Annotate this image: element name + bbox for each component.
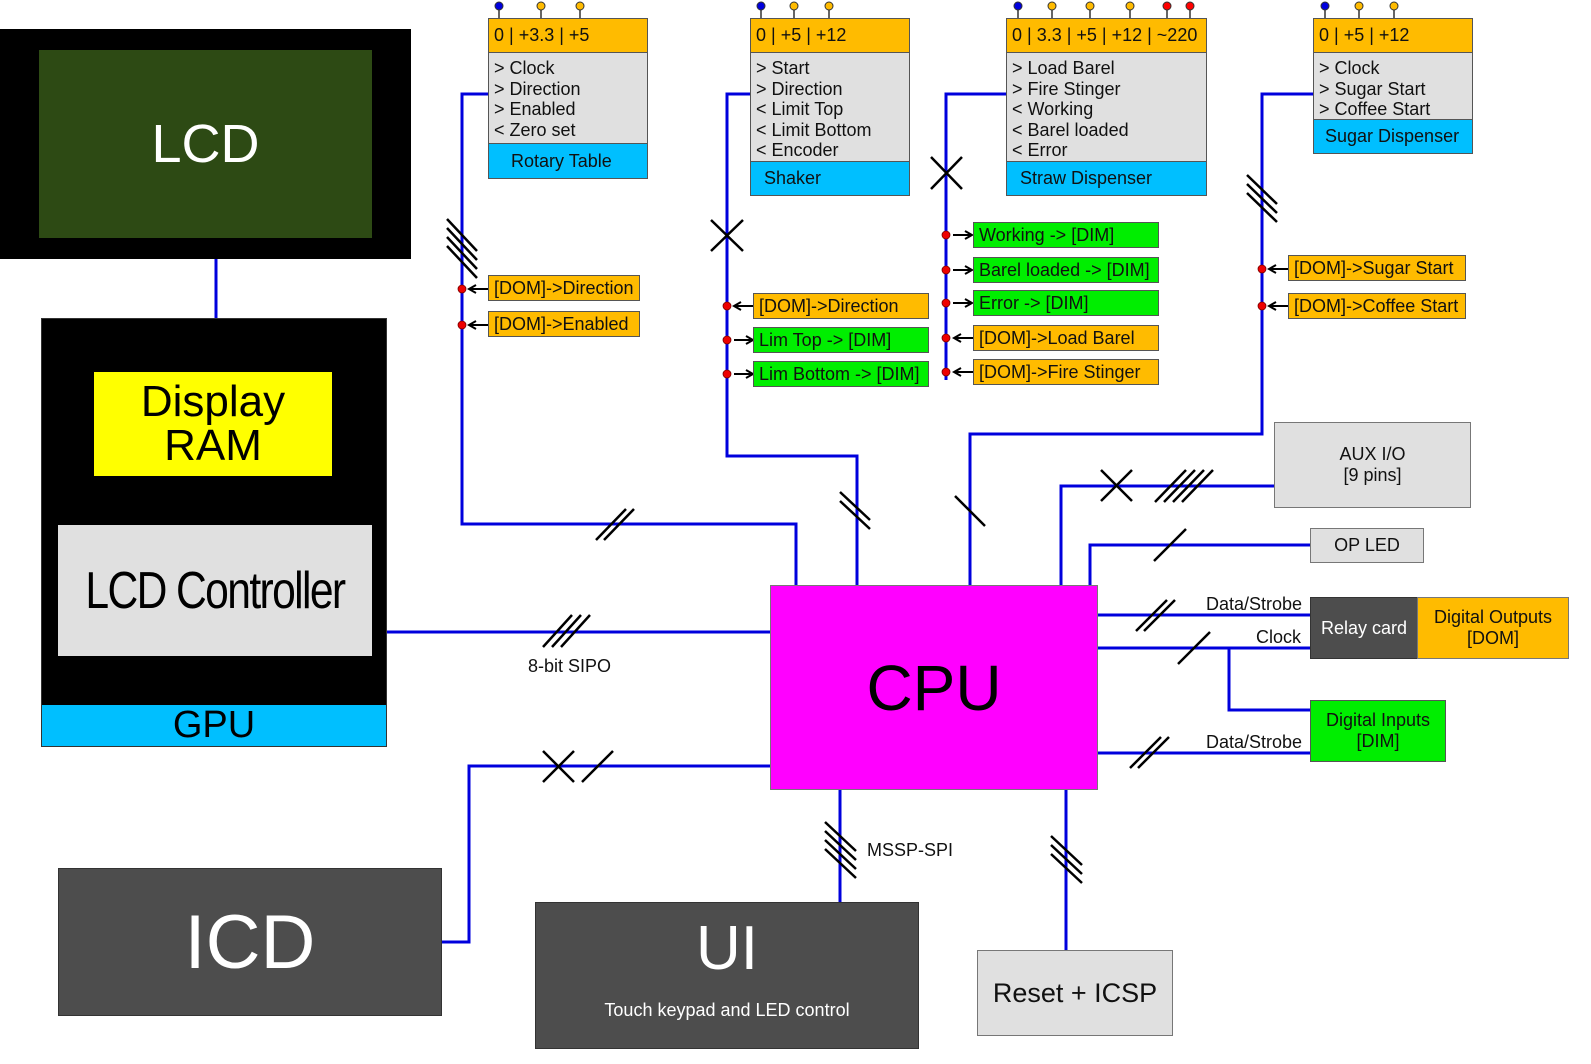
sugar-dispenser-module: 0 | +5 | +12 > Clock > Sugar Start > Cof… (1313, 18, 1473, 154)
module-pin-heads (494, 1, 1399, 11)
shaker-module: 0 | +5 | +12 > Start > Direction < Limit… (750, 18, 910, 196)
rotary-table-signals: > Clock > Direction > Enabled < Zero set (489, 53, 647, 140)
signal-line: > Direction (494, 78, 581, 99)
ui-label: UI (696, 914, 758, 983)
mssp-spi-label: MSSP-SPI (867, 840, 954, 860)
tag-straw-barel-loaded: Barel loaded -> [DIM] (973, 257, 1159, 283)
aux-io-block: AUX I/O [9 pins] (1274, 422, 1471, 508)
lcd-controller-label: LCD Controller (85, 561, 346, 620)
tag-rotary-enabled: [DOM]->Enabled (488, 311, 640, 337)
shaker-power: 0 | +5 | +12 (751, 19, 909, 53)
gpu-label: GPU (172, 704, 256, 746)
tap-dots (457, 230, 1267, 379)
display-ram: Display RAM (94, 372, 332, 476)
straw-bus (944, 92, 1006, 380)
shaker-signals: > Start > Direction < Limit Top < Limit … (751, 53, 909, 161)
tag-sugar-start: [DOM]->Sugar Start (1288, 255, 1466, 281)
signal-line: > Clock (494, 58, 555, 78)
cpu-label: CPU (866, 651, 1002, 724)
sugar-dispenser-power: 0 | +5 | +12 (1314, 19, 1472, 53)
reset-icsp-block: Reset + ICSP (977, 950, 1173, 1036)
aux-io-label: AUX I/O [9 pins] (1339, 444, 1406, 485)
lcd-screen: LCD (39, 50, 372, 238)
inputs-data-strobe-label: Data/Strobe (1206, 732, 1303, 752)
bus-wires (214, 92, 1313, 950)
signal-line: > Start (756, 58, 810, 78)
signal-line: > Load Barel (1012, 58, 1115, 78)
rotary-table-power: 0 | +3.3 | +5 (489, 19, 647, 53)
tag-straw-load-barel: [DOM]->Load Barel (973, 325, 1159, 351)
rotary-table-name: Rotary Table (489, 143, 647, 178)
icd-block: ICD (58, 868, 442, 1016)
digital-outputs-block: Digital Outputs [DOM] (1417, 597, 1569, 659)
ui-subtitle: Touch keypad and LED control (604, 1000, 850, 1020)
clock-to-inputs (1227, 648, 1310, 712)
aux-bus (1059, 484, 1274, 585)
relay-clock-label: Clock (1256, 627, 1302, 647)
signal-line: < Working (1012, 99, 1094, 119)
lcd-label: LCD (151, 114, 260, 174)
gpu-footer: GPU (42, 704, 386, 746)
tag-straw-fire-stinger: [DOM]->Fire Stinger (973, 359, 1159, 385)
signal-line: > Enabled (494, 99, 576, 119)
signal-line: > Fire Stinger (1012, 78, 1121, 99)
tag-straw-error: Error -> [DIM] (973, 290, 1159, 316)
relay-card-block: Relay card (1310, 597, 1418, 659)
lcd-controller: LCD Controller (58, 525, 372, 656)
digital-outputs-label: Digital Outputs [DOM] (1433, 607, 1553, 648)
gpu-block: Display RAM LCD Controller GPU (41, 318, 387, 747)
signal-line: < Limit Bottom (756, 119, 872, 140)
relay-card-label: Relay card (1320, 617, 1408, 638)
sugar-dispenser-signals: > Clock > Sugar Start > Coffee Start (1314, 53, 1472, 120)
signal-line: > Coffee Start (1319, 99, 1431, 119)
digital-inputs-block: Digital Inputs [DIM] (1310, 700, 1446, 762)
sugar-dispenser-name: Sugar Dispenser (1314, 119, 1472, 153)
display-ram-label: Display RAM (140, 377, 286, 470)
bus-slash-marks (446, 156, 1278, 884)
tag-straw-working: Working -> [DIM] (973, 222, 1159, 248)
straw-dispenser-signals: > Load Barel > Fire Stinger < Working < … (1007, 53, 1206, 161)
sipo-label: 8-bit SIPO (528, 656, 612, 676)
op-led-block: OP LED (1310, 528, 1424, 563)
signal-line: > Clock (1319, 58, 1380, 78)
signal-line: < Barel loaded (1012, 119, 1129, 140)
signal-line: < Limit Top (756, 99, 844, 119)
reset-icsp-label: Reset + ICSP (992, 977, 1158, 1008)
tap-arrows (466, 230, 1288, 379)
tag-shaker-lim-bottom: Lim Bottom -> [DIM] (753, 361, 929, 387)
shaker-name: Shaker (751, 161, 909, 195)
lcd-block: LCD (0, 29, 411, 259)
straw-dispenser-module: 0 | 3.3 | +5 | +12 | ~220 > Load Barel >… (1006, 18, 1207, 196)
relay-data-strobe-label: Data/Strobe (1206, 594, 1303, 614)
rotary-bus (460, 92, 798, 585)
tag-shaker-direction: [DOM]->Direction (753, 293, 929, 319)
tag-coffee-start: [DOM]->Coffee Start (1288, 293, 1466, 319)
cpu-block: CPU (770, 585, 1098, 790)
opled-bus (1088, 543, 1310, 585)
signal-line: < Error (1012, 140, 1068, 160)
ui-block: UI Touch keypad and LED control (535, 902, 919, 1049)
shaker-bus (725, 92, 859, 585)
module-pins (498, 6, 1395, 18)
tag-rotary-direction: [DOM]->Direction (488, 275, 640, 301)
sugar-bus (968, 92, 1313, 585)
icd-bus (441, 764, 770, 944)
straw-dispenser-name: Straw Dispenser (1007, 161, 1206, 195)
tag-shaker-lim-top: Lim Top -> [DIM] (753, 327, 929, 353)
op-led-label: OP LED (1334, 535, 1400, 555)
icd-label: ICD (184, 899, 316, 985)
signal-line: < Zero set (494, 119, 576, 140)
digital-inputs-label: Digital Inputs [DIM] (1325, 710, 1431, 751)
signal-line: > Direction (756, 78, 843, 99)
straw-dispenser-power: 0 | 3.3 | +5 | +12 | ~220 (1007, 19, 1206, 53)
signal-line: < Encoder (756, 140, 839, 160)
rotary-table-module: 0 | +3.3 | +5 > Clock > Direction > Enab… (488, 18, 648, 179)
signal-line: > Sugar Start (1319, 78, 1426, 99)
